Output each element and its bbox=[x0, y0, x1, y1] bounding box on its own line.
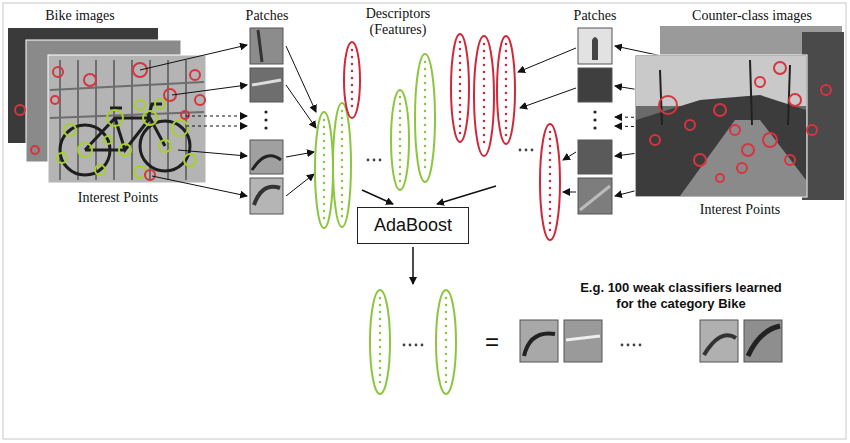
caption-label: Bike images bbox=[10, 8, 150, 24]
bike bbox=[60, 104, 190, 175]
caption-label: Patches bbox=[222, 8, 312, 24]
bike-photos bbox=[8, 28, 206, 183]
caption-label: Interest Points bbox=[48, 190, 188, 206]
weak-classifier-patches bbox=[520, 320, 782, 362]
caption-label: Descriptors (Features) bbox=[353, 6, 443, 38]
interest-points-green bbox=[57, 99, 196, 178]
equals-sign: = bbox=[477, 328, 507, 356]
bike-patches bbox=[250, 28, 283, 214]
caption-label: Patches bbox=[550, 8, 640, 24]
caption-label: E.g. 100 weak classifiers learned for th… bbox=[570, 280, 792, 312]
flow-arrows bbox=[362, 186, 496, 284]
process-box: AdaBoost bbox=[357, 207, 469, 244]
interest-points-red bbox=[15, 63, 205, 180]
counter-photos bbox=[635, 26, 844, 200]
counter-patches bbox=[578, 28, 612, 214]
frame bbox=[3, 3, 846, 439]
box-label: AdaBoost bbox=[374, 215, 452, 236]
caption-label: Counter-class images bbox=[667, 8, 837, 24]
caption-label: Interest Points bbox=[670, 202, 810, 218]
weak-classifiers bbox=[370, 290, 456, 394]
patch-arrows-left bbox=[140, 45, 316, 196]
